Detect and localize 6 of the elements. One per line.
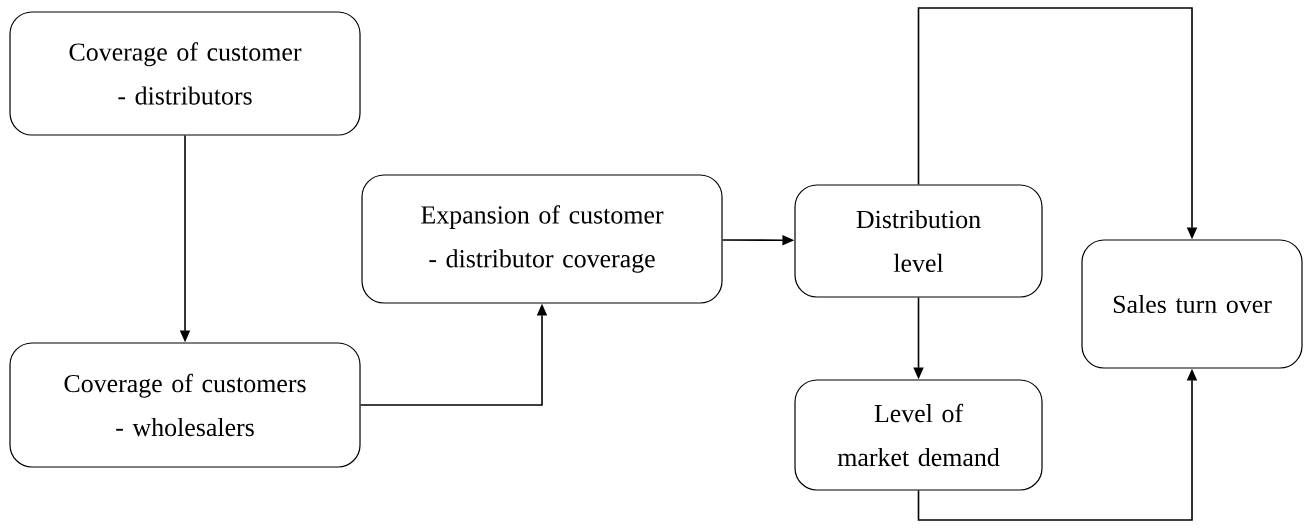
process-box: Coverage of customers - wholesalers — [9, 342, 361, 468]
process-box: Sales turn over — [1081, 239, 1303, 369]
process-box: Distribution level — [794, 184, 1043, 298]
process-box: Expansion of customer - distributor coverage — [361, 174, 723, 304]
process-box: Level of market demand — [794, 379, 1043, 491]
process-box: Coverage of customer - distributors — [9, 11, 361, 136]
